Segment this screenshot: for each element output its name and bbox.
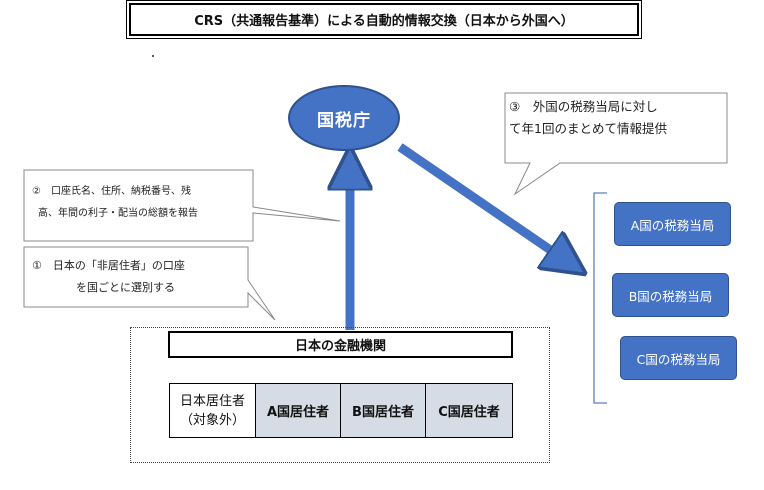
exchange-arrow	[397, 143, 568, 262]
resident-label: C国居住者	[438, 405, 500, 420]
authority-b: B国の税務当局	[612, 273, 729, 317]
nta-node: 国税庁	[288, 85, 400, 151]
callout-3-bubble	[504, 92, 728, 196]
callout-2-line1: ② 口座氏名、住所、納税番号、残	[32, 186, 191, 197]
authorities-bracket	[593, 192, 607, 404]
callout-3-text: ③ 外国の税務当局に対し て年1回のまとめて情報提供	[509, 96, 667, 140]
resident-label: B国居住者	[352, 405, 414, 420]
callout-1-text: ① 日本の「非居住者」の口座 を国ごとに選別する	[32, 255, 185, 299]
resident-label: A国居住者	[266, 405, 330, 420]
institution-title: 日本の金融機関	[168, 331, 513, 358]
callout-2-text: ② 口座氏名、住所、納税番号、残 高、年間の利子・配当の総額を報告	[32, 181, 198, 225]
authority-a: A国の税務当局	[614, 202, 731, 246]
resident-label: 日本居住者	[179, 393, 245, 409]
callout-1-line1: ① 日本の「非居住者」の口座	[32, 259, 185, 272]
callout-3-line1: ③ 外国の税務当局に対し	[509, 99, 658, 114]
stray-dot	[152, 55, 154, 57]
diagram-title: CRS（共通報告基準）による自動的情報交換（日本から外国へ）	[126, 0, 642, 39]
authority-c: C国の税務当局	[620, 336, 737, 380]
callout-3-line2: て年1回のまとめて情報提供	[509, 121, 667, 136]
resident-cell-japan: 日本居住者 （対象外）	[169, 383, 256, 438]
callout-1-line2: を国ごとに選別する	[76, 281, 175, 294]
resident-cell-c: C国居住者	[425, 383, 513, 438]
resident-sublabel: （対象外）	[179, 412, 245, 428]
resident-cell-a: A国居住者	[255, 383, 341, 438]
callout-2-bubble	[23, 169, 341, 242]
callout-1-bubble	[23, 246, 276, 321]
resident-cell-b: B国居住者	[340, 383, 426, 438]
institution-frame	[130, 327, 550, 463]
callout-2-line2: 高、年間の利子・配当の総額を報告	[38, 208, 198, 219]
